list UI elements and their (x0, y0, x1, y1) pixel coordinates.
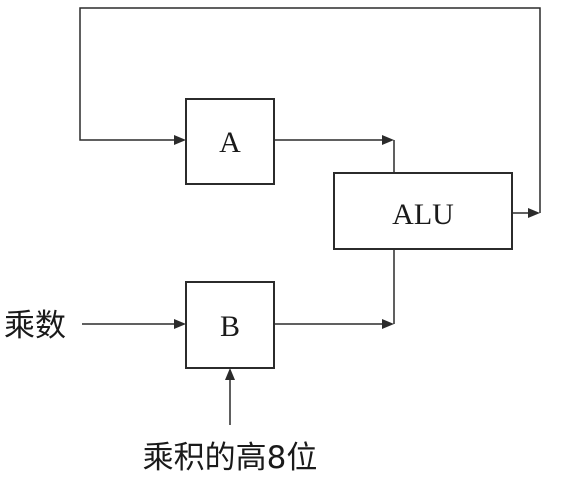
register-a-block: A (185, 98, 275, 185)
multiplier-label: 乘数 (4, 308, 66, 344)
feedback-into-a-arrow (174, 135, 186, 145)
feedback-wire (79, 7, 541, 213)
register-a-label: A (219, 126, 241, 159)
alu-box (333, 172, 513, 250)
product-high-input-arrow (225, 368, 235, 380)
register-b-box (185, 281, 275, 369)
register-a-box (185, 98, 275, 185)
alu-block: ALU (333, 172, 513, 250)
product-high-8bit-label: 乘积的高8位 (143, 440, 318, 476)
a-to-alu-arrow (382, 135, 394, 145)
register-b-block: B (185, 281, 275, 369)
alu-label: ALU (392, 198, 454, 231)
register-b-label: B (220, 310, 240, 343)
multiplier-input-arrow (174, 319, 186, 329)
b-to-alu-arrow (382, 319, 394, 329)
alu-output-arrow (528, 208, 540, 218)
